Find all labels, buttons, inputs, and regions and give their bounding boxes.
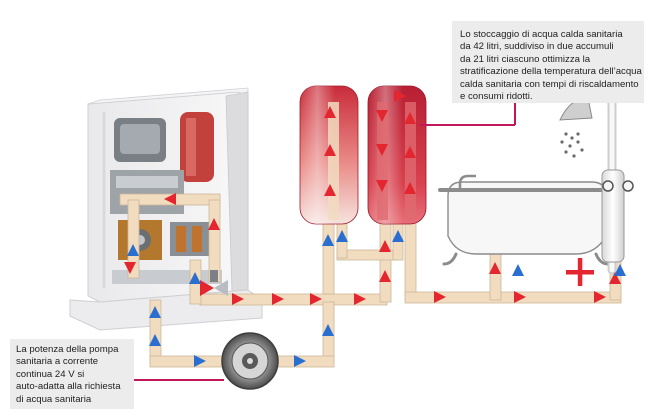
flow-arrow [512, 264, 524, 276]
pump-callout-leader [134, 379, 224, 381]
flow-arrow [322, 324, 334, 336]
flow-arrow [294, 355, 306, 367]
flow-arrow [404, 146, 416, 158]
flow-arrow [324, 106, 336, 118]
flow-arrow [232, 293, 244, 305]
flow-arrow [434, 291, 446, 303]
plus-sign-icon [566, 258, 594, 286]
callout-line: auto-adatta alla richiesta [16, 381, 121, 393]
flow-arrow [514, 291, 526, 303]
flow-arrow [322, 234, 334, 246]
cold-flow-arrow-icon [127, 230, 626, 367]
callout-line: da 21 litri ciascuno ottimizza la [460, 53, 591, 65]
flow-arrow [127, 244, 139, 256]
flow-arrow [336, 230, 348, 242]
flow-arrow [149, 334, 161, 346]
flow-arrow [614, 264, 626, 276]
callout-line: sanitaria a corrente [16, 356, 99, 368]
flow-arrow [376, 110, 388, 122]
flow-arrow [194, 355, 206, 367]
flow-arrow [324, 144, 336, 156]
callout-line: Lo stoccaggio di acqua calda sanitaria [460, 29, 623, 40]
callout-line: La potenza della pompa [16, 344, 119, 355]
callout-line: continua 24 V si [16, 368, 85, 380]
flow-arrow [379, 270, 391, 282]
flow-arrow [489, 262, 501, 274]
bathtub-icon [438, 174, 612, 266]
storage-callout-leader [514, 103, 516, 125]
hot-flow-arrow-icon [124, 90, 621, 305]
callout-line: stratificazione della temperatura dell’a… [460, 66, 642, 78]
storage-callout-leader [420, 124, 515, 126]
flow-arrow [376, 180, 388, 192]
flow-arrow [164, 193, 176, 205]
water-storage-tank-icon [367, 85, 427, 225]
boiler-unit-icon [69, 87, 263, 331]
flow-arrow [189, 272, 201, 284]
flow-arrow [354, 293, 366, 305]
flow-arrow [124, 262, 136, 274]
flow-arrow [404, 112, 416, 124]
flow-arrow [376, 144, 388, 156]
flow-arrow [272, 293, 284, 305]
storage-description-callout: Lo stoccaggio di acqua calda sanitaria d… [452, 21, 644, 103]
pump-description-callout: La potenza della pompa sanitaria a corre… [10, 339, 134, 409]
flow-arrow [208, 218, 220, 230]
flow-arrow [404, 182, 416, 194]
flow-arrow [379, 240, 391, 252]
callout-line: di acqua sanitaria [16, 393, 92, 405]
callout-line: calda sanitaria con tempi di riscaldamen… [460, 78, 639, 90]
flow-arrow [392, 230, 404, 242]
flow-arrow [609, 272, 621, 284]
flow-arrow [310, 293, 322, 305]
flow-arrow [149, 306, 161, 318]
callout-line: e consumi ridotti. [460, 91, 533, 103]
callout-line: da 42 litri, suddiviso in due accumuli [460, 41, 614, 53]
circulation-pump-icon [221, 332, 279, 390]
flow-arrow [324, 184, 336, 196]
flow-arrow [594, 291, 606, 303]
flow-arrow [394, 90, 406, 102]
three-way-valve-icon [200, 270, 228, 296]
